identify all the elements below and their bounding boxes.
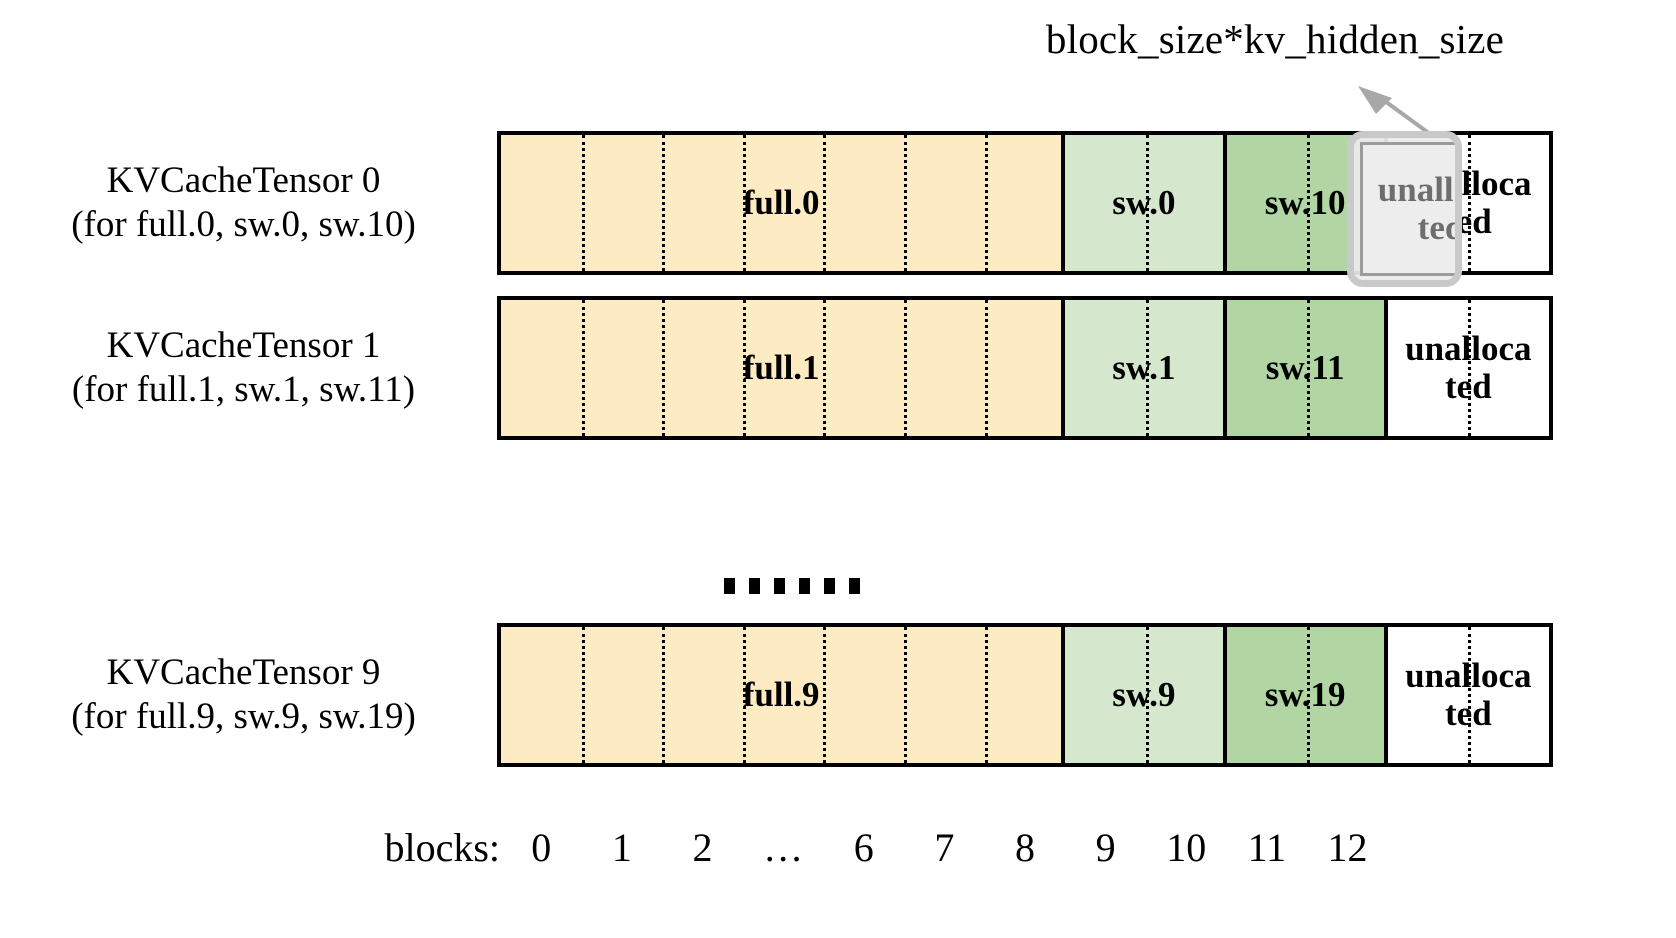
tensor-row-label: KVCacheTensor 1(for full.1, sw.1, sw.11) bbox=[0, 324, 497, 411]
ellipsis-dot bbox=[774, 578, 785, 594]
tensor-row-title: KVCacheTensor 9 bbox=[106, 652, 381, 694]
tensor-row-subtitle: (for full.1, sw.1, sw.11) bbox=[71, 369, 416, 410]
axis-tick-label: 1 bbox=[611, 825, 632, 870]
tensor-segment[interactable]: full.0 bbox=[501, 135, 1066, 271]
block-divider bbox=[1307, 627, 1311, 763]
tensor-row-subtitle: (for full.9, sw.9, sw.19) bbox=[71, 696, 416, 737]
tensor-segment-label: full.0 bbox=[742, 183, 820, 223]
tensor-row: KVCacheTensor 1(for full.1, sw.1, sw.11)… bbox=[0, 296, 1676, 440]
tensor-segment[interactable]: sw.9 bbox=[1065, 627, 1227, 763]
vertical-ellipsis bbox=[724, 578, 860, 594]
ellipsis-dot bbox=[849, 578, 860, 594]
block-divider bbox=[1145, 300, 1149, 436]
kv-cache-tensor-bar: full.9 sw.9 sw.19 unalloca ted bbox=[497, 623, 1553, 767]
block-divider bbox=[904, 300, 908, 436]
tensor-segment[interactable]: full.1 bbox=[501, 300, 1066, 436]
block-divider bbox=[823, 135, 827, 271]
ellipsis-dot bbox=[799, 578, 810, 594]
tensor-row-title: KVCacheTensor 1 bbox=[106, 325, 381, 367]
block-divider bbox=[904, 627, 908, 763]
block-divider bbox=[1468, 300, 1472, 436]
axis-tick-label: 6 bbox=[853, 825, 874, 870]
block-divider bbox=[984, 627, 988, 763]
tensor-segment-label: sw.1 bbox=[1112, 348, 1176, 388]
block-divider bbox=[581, 300, 585, 436]
tensor-segment-label: sw.19 bbox=[1264, 675, 1346, 715]
tensor-row-label: KVCacheTensor 0(for full.0, sw.0, sw.10) bbox=[0, 159, 497, 246]
block-divider bbox=[1307, 135, 1311, 271]
tensor-segment-label: sw.10 bbox=[1264, 183, 1346, 223]
block-divider bbox=[742, 627, 746, 763]
tensor-segment[interactable]: unalloca ted bbox=[1387, 627, 1549, 763]
block-divider bbox=[581, 135, 585, 271]
tensor-segment-label: sw.11 bbox=[1265, 348, 1345, 388]
tensor-segment-label: sw.9 bbox=[1112, 675, 1176, 715]
tensor-row-title: KVCacheTensor 0 bbox=[106, 160, 381, 202]
tensor-row-subtitle: (for full.0, sw.0, sw.10) bbox=[71, 204, 416, 245]
axis-tick-label: 12 bbox=[1327, 825, 1368, 870]
tensor-segment[interactable]: full.9 bbox=[501, 627, 1066, 763]
tensor-segment-label: full.9 bbox=[742, 675, 820, 715]
axis-tick-label: 11 bbox=[1247, 825, 1287, 870]
tensor-row: KVCacheTensor 9(for full.9, sw.9, sw.19)… bbox=[0, 623, 1676, 767]
axis-tick-label: 10 bbox=[1166, 825, 1207, 870]
block-divider bbox=[662, 300, 666, 436]
tensor-segment[interactable]: sw.1 bbox=[1065, 300, 1227, 436]
tensor-row-label: KVCacheTensor 9(for full.9, sw.9, sw.19) bbox=[0, 651, 497, 738]
block-divider bbox=[742, 135, 746, 271]
block-divider bbox=[823, 300, 827, 436]
axis-tick-label: … bbox=[763, 825, 804, 870]
block-divider bbox=[984, 135, 988, 271]
block-divider bbox=[1145, 135, 1149, 271]
callout-label: block_size*kv_hidden_size bbox=[1045, 16, 1505, 62]
tensor-segment-label: sw.0 bbox=[1112, 183, 1176, 223]
axis-tick-label: 0 bbox=[531, 825, 552, 870]
block-divider bbox=[1468, 627, 1472, 763]
highlight-callout-box[interactable]: unalloca ted bbox=[1347, 131, 1462, 287]
axis-tick-label: 9 bbox=[1095, 825, 1116, 870]
block-divider bbox=[904, 135, 908, 271]
tensor-segment[interactable]: sw.11 bbox=[1226, 300, 1388, 436]
tensor-segment-label: full.1 bbox=[742, 348, 820, 388]
highlight-label: unalloca ted bbox=[1377, 170, 1462, 247]
block-divider bbox=[662, 135, 666, 271]
axis-tick-label: 2 bbox=[692, 825, 713, 870]
axis-tick-label: 7 bbox=[934, 825, 955, 870]
ellipsis-dot bbox=[824, 578, 835, 594]
block-divider bbox=[984, 300, 988, 436]
axis-title: blocks: bbox=[384, 825, 500, 870]
tensor-segment[interactable]: unalloca ted bbox=[1387, 300, 1549, 436]
block-divider bbox=[581, 627, 585, 763]
block-divider bbox=[1468, 135, 1472, 271]
ellipsis-dot bbox=[749, 578, 760, 594]
tensor-segment-label: unalloca ted bbox=[1405, 656, 1532, 733]
tensor-segment-label: unalloca ted bbox=[1405, 329, 1532, 406]
block-divider bbox=[1307, 300, 1311, 436]
ellipsis-dot bbox=[724, 578, 735, 594]
block-divider bbox=[662, 627, 666, 763]
block-divider bbox=[742, 300, 746, 436]
axis-tick-label: 8 bbox=[1015, 825, 1035, 870]
block-divider bbox=[823, 627, 827, 763]
tensor-segment[interactable]: sw.0 bbox=[1065, 135, 1227, 271]
kv-cache-tensor-bar: full.1 sw.1 sw.11 unalloca ted bbox=[497, 296, 1553, 440]
tensor-segment[interactable]: sw.19 bbox=[1226, 627, 1388, 763]
block-divider bbox=[1145, 627, 1149, 763]
